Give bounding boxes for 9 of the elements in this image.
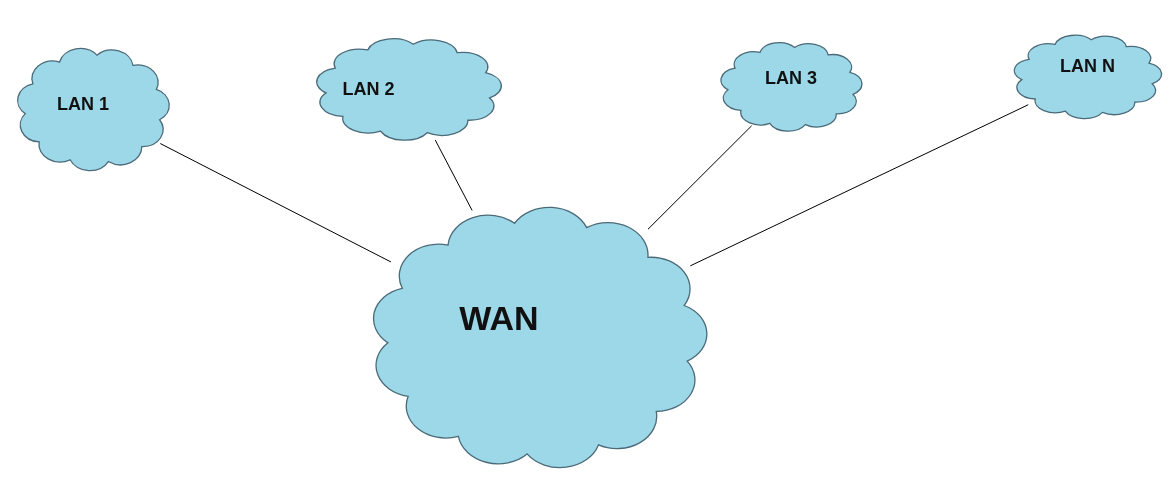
cloud-label: LAN N: [1060, 55, 1115, 78]
cloud-label: LAN 3: [765, 67, 817, 90]
cloud-label: WAN: [459, 297, 539, 339]
cloud-label: LAN 1: [57, 92, 109, 116]
cloud-label: LAN 2: [342, 77, 395, 101]
connector-line: [159, 143, 392, 263]
connector-line: [689, 104, 1029, 267]
connector-line: [647, 125, 753, 230]
connector-line: [434, 139, 473, 211]
